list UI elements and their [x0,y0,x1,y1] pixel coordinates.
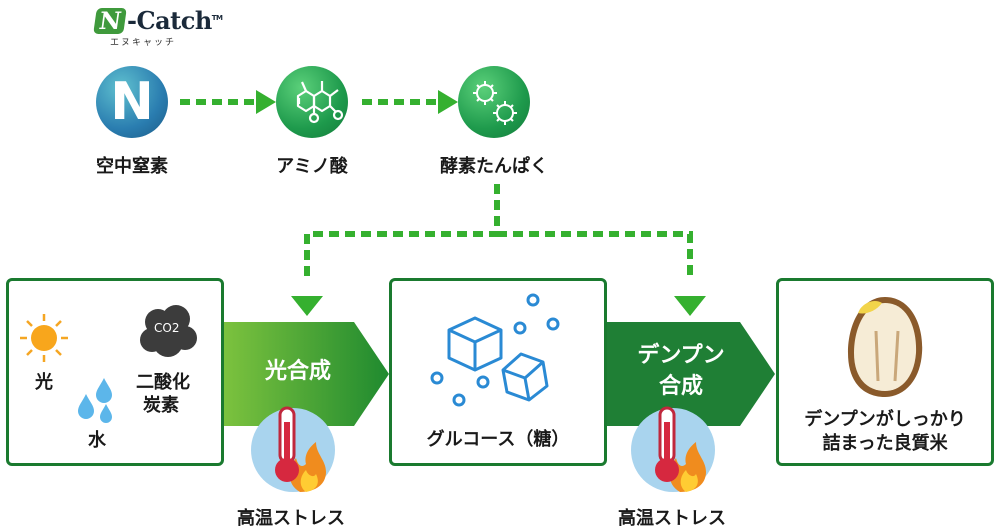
enzyme-circle-icon [458,66,530,138]
label-nitrogen: 空中窒素 [96,156,168,177]
label-heat-stress-left: 高温ストレス [237,508,345,529]
glucose-box [389,278,607,466]
label-glucose: グルコース（糖） [426,429,570,450]
inputs-box [6,278,224,466]
arrowhead-2 [438,90,458,114]
label-co2-line1: 二酸化 [136,372,190,393]
label-result-line2: 詰まった良質米 [822,433,948,454]
co2-formula: CO2 [154,321,180,335]
photosynthesis-arrow [224,322,389,426]
nitrogen-circle-icon [96,66,168,138]
rice-grain-icon [848,297,923,397]
logo-tm: TM [211,14,223,22]
logo-reading: エヌキャッチ [110,38,177,48]
co2-cloud-icon [140,305,197,357]
n-catch-logo: N-CatchTM [93,6,223,35]
label-enzyme: 酵素たんぱく [440,156,548,177]
arrowhead-down-right [674,296,706,316]
label-result-line1: デンプンがしっかり [804,409,966,430]
label-heat-stress-right: 高温ストレス [618,508,726,529]
starch-synthesis-arrow [607,322,775,426]
label-photosynthesis: 光合成 [264,359,331,384]
label-co2-line2: 炭素 [143,395,179,416]
label-light: 光 [35,372,53,393]
amino-acid-structure-icon [296,81,344,124]
label-starch-line2: 合成 [658,374,703,399]
dash-branch-left [304,184,500,280]
nitrogen-symbol: N [110,72,154,132]
logo-name: -Catch [127,6,212,35]
label-water: 水 [88,430,106,451]
amino-acid-circle-icon [276,66,348,138]
sun-icon [20,314,68,362]
heat-stress-icon-left [251,406,335,492]
water-drops-icon [78,378,112,423]
enzyme-virus-icon [473,81,517,125]
label-amino-acid: アミノ酸 [276,156,348,177]
arrowhead-1 [256,90,276,114]
arrowhead-down-left [291,296,323,316]
glucose-cubes-icon [430,293,560,407]
heat-stress-icon-right [631,406,715,492]
label-starch-line1: デンプン [637,343,725,368]
